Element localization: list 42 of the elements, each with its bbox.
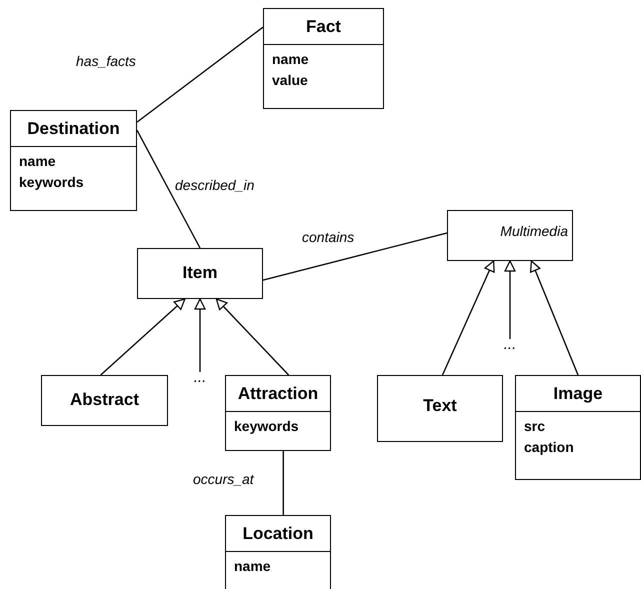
edge-label: described_in: [175, 177, 254, 193]
attribute-name: keywords: [233, 417, 300, 436]
class-name: Text: [422, 395, 458, 417]
attribute-name: value: [271, 71, 309, 90]
association-line: [262, 232, 448, 281]
class-box: [10, 110, 137, 211]
class-name: Attraction: [236, 383, 320, 405]
class-box: [137, 248, 263, 299]
generalization-arrow: [100, 298, 186, 376]
class-box: [225, 375, 331, 451]
class-box: [225, 515, 331, 589]
association-line: [282, 451, 284, 515]
attribute-name: caption: [523, 438, 575, 457]
attribute-name: name: [233, 557, 272, 576]
class-box: [263, 8, 384, 109]
class-box: [41, 375, 168, 426]
class-box: [515, 375, 641, 480]
generalization-arrow: [530, 260, 579, 376]
association-line: [136, 130, 201, 248]
association-line: [136, 26, 264, 123]
generalization-arrow: [194, 298, 206, 372]
attribute-name: name: [18, 152, 57, 171]
class-name: Location: [242, 523, 314, 545]
edge-label: contains: [302, 229, 354, 245]
class-name: Item: [182, 262, 218, 284]
attribute-name: name: [271, 50, 310, 69]
generalization-arrow: [442, 260, 495, 376]
attribute-name: keywords: [18, 173, 85, 192]
generalization-arrow: [504, 260, 516, 339]
abstract-class-box: [447, 210, 573, 261]
class-name: Image: [552, 383, 604, 405]
class-name: Abstract: [69, 389, 140, 411]
attribute-name: src: [523, 417, 546, 436]
class-name: Fact: [305, 16, 342, 38]
class-box: [377, 375, 503, 442]
generalization-arrow: [216, 298, 290, 376]
edge-label: occurs_at: [193, 471, 254, 487]
ellipsis-text: ...: [500, 339, 520, 351]
class-name: Destination: [26, 118, 121, 140]
ellipsis-text: ...: [190, 372, 210, 384]
class-name: Multimedia: [499, 222, 569, 241]
edge-label: has_facts: [76, 53, 136, 69]
